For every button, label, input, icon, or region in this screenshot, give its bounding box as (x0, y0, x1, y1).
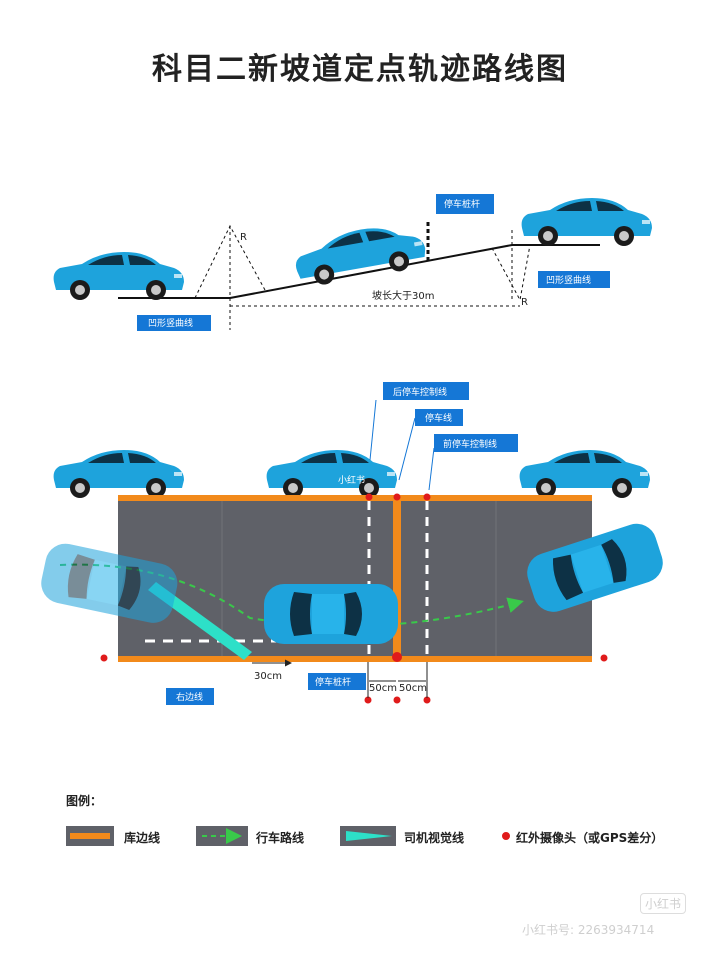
car-watermark: 小红书 (338, 474, 365, 486)
stop-line (393, 500, 401, 660)
tag-front-control-text: 前停车控制线 (443, 438, 497, 450)
tag-stop-pole-side (436, 194, 494, 214)
legend-swatch-camera (502, 832, 510, 840)
callout-front (428, 447, 435, 491)
slope-length-label: 坡长大于30m (372, 289, 434, 302)
parked-car-middle (266, 450, 397, 498)
watermark-account: 小红书号: 2263934714 (522, 923, 655, 937)
tag-concave-left (137, 315, 211, 331)
parked-car-right (519, 450, 650, 498)
ramp-line (229, 244, 513, 299)
legend (66, 826, 510, 846)
tag-stop-line (415, 409, 463, 426)
camera-dot (364, 696, 372, 704)
camera-dot (365, 493, 373, 501)
tag-stop-pole-side-text: 停车桩杆 (444, 198, 480, 210)
legend-label-route: 行车路线 (256, 831, 305, 845)
tag-front-control (434, 434, 518, 452)
tag-rear-control-text: 后停车控制线 (393, 386, 447, 398)
top-border-line (118, 495, 592, 501)
dist-50cm-b: 50cm (399, 683, 427, 694)
plan-view: 小红书 后停车控制线 停车线 前停车控制线 停车桩杆 (37, 382, 668, 705)
tag-rear-control (383, 382, 469, 400)
car-side-top-right (521, 198, 652, 246)
tag-stop-pole-plan (308, 673, 366, 690)
tag-concave-right-text: 凹形竖曲线 (546, 274, 591, 286)
r-bottom-label: R (521, 297, 528, 308)
legend-label-sight: 司机视觉线 (404, 831, 465, 845)
tag-concave-right (538, 271, 610, 288)
dist-50cm-a: 50cm (369, 683, 397, 694)
stop-pole-dot (392, 652, 402, 662)
slope-profile: R R 坡长大于30m 凹形竖曲线 停车桩杆 凹形竖曲线 (53, 194, 652, 331)
watermark-logo: 小红书 (640, 893, 687, 914)
curve-radius-right (491, 244, 531, 302)
callout-stop (398, 417, 416, 481)
camera-dot (423, 493, 431, 501)
camera-dot (100, 654, 108, 662)
legend-title: 图例： (66, 794, 103, 808)
tag-right-edge-text: 右边线 (176, 691, 203, 703)
tag-stop-pole-plan-text: 停车桩杆 (315, 676, 351, 688)
dist-30cm: 30cm (254, 671, 282, 682)
legend-label-camera: 红外摄像头（或GPS差分） (516, 831, 664, 845)
car-at-stop (264, 584, 398, 644)
driver-sight-line (148, 582, 252, 660)
r-top-label: R (240, 232, 247, 243)
parked-car-left (53, 450, 184, 498)
legend-label-border: 库边线 (124, 831, 161, 845)
tag-concave-left-text: 凹形竖曲线 (148, 317, 193, 329)
camera-dot (393, 493, 401, 501)
tag-right-edge (166, 688, 214, 705)
tag-stop-line-text: 停车线 (425, 412, 452, 424)
page-title: 科目二新坡道定点轨迹路线图 (152, 52, 568, 87)
camera-dot (600, 654, 608, 662)
callout-rear (369, 399, 377, 461)
car-side-on-ramp (291, 219, 429, 289)
bottom-border-line (118, 656, 592, 662)
car-side-flat-left (53, 252, 184, 300)
camera-dot (393, 696, 401, 704)
camera-dot (423, 696, 431, 704)
